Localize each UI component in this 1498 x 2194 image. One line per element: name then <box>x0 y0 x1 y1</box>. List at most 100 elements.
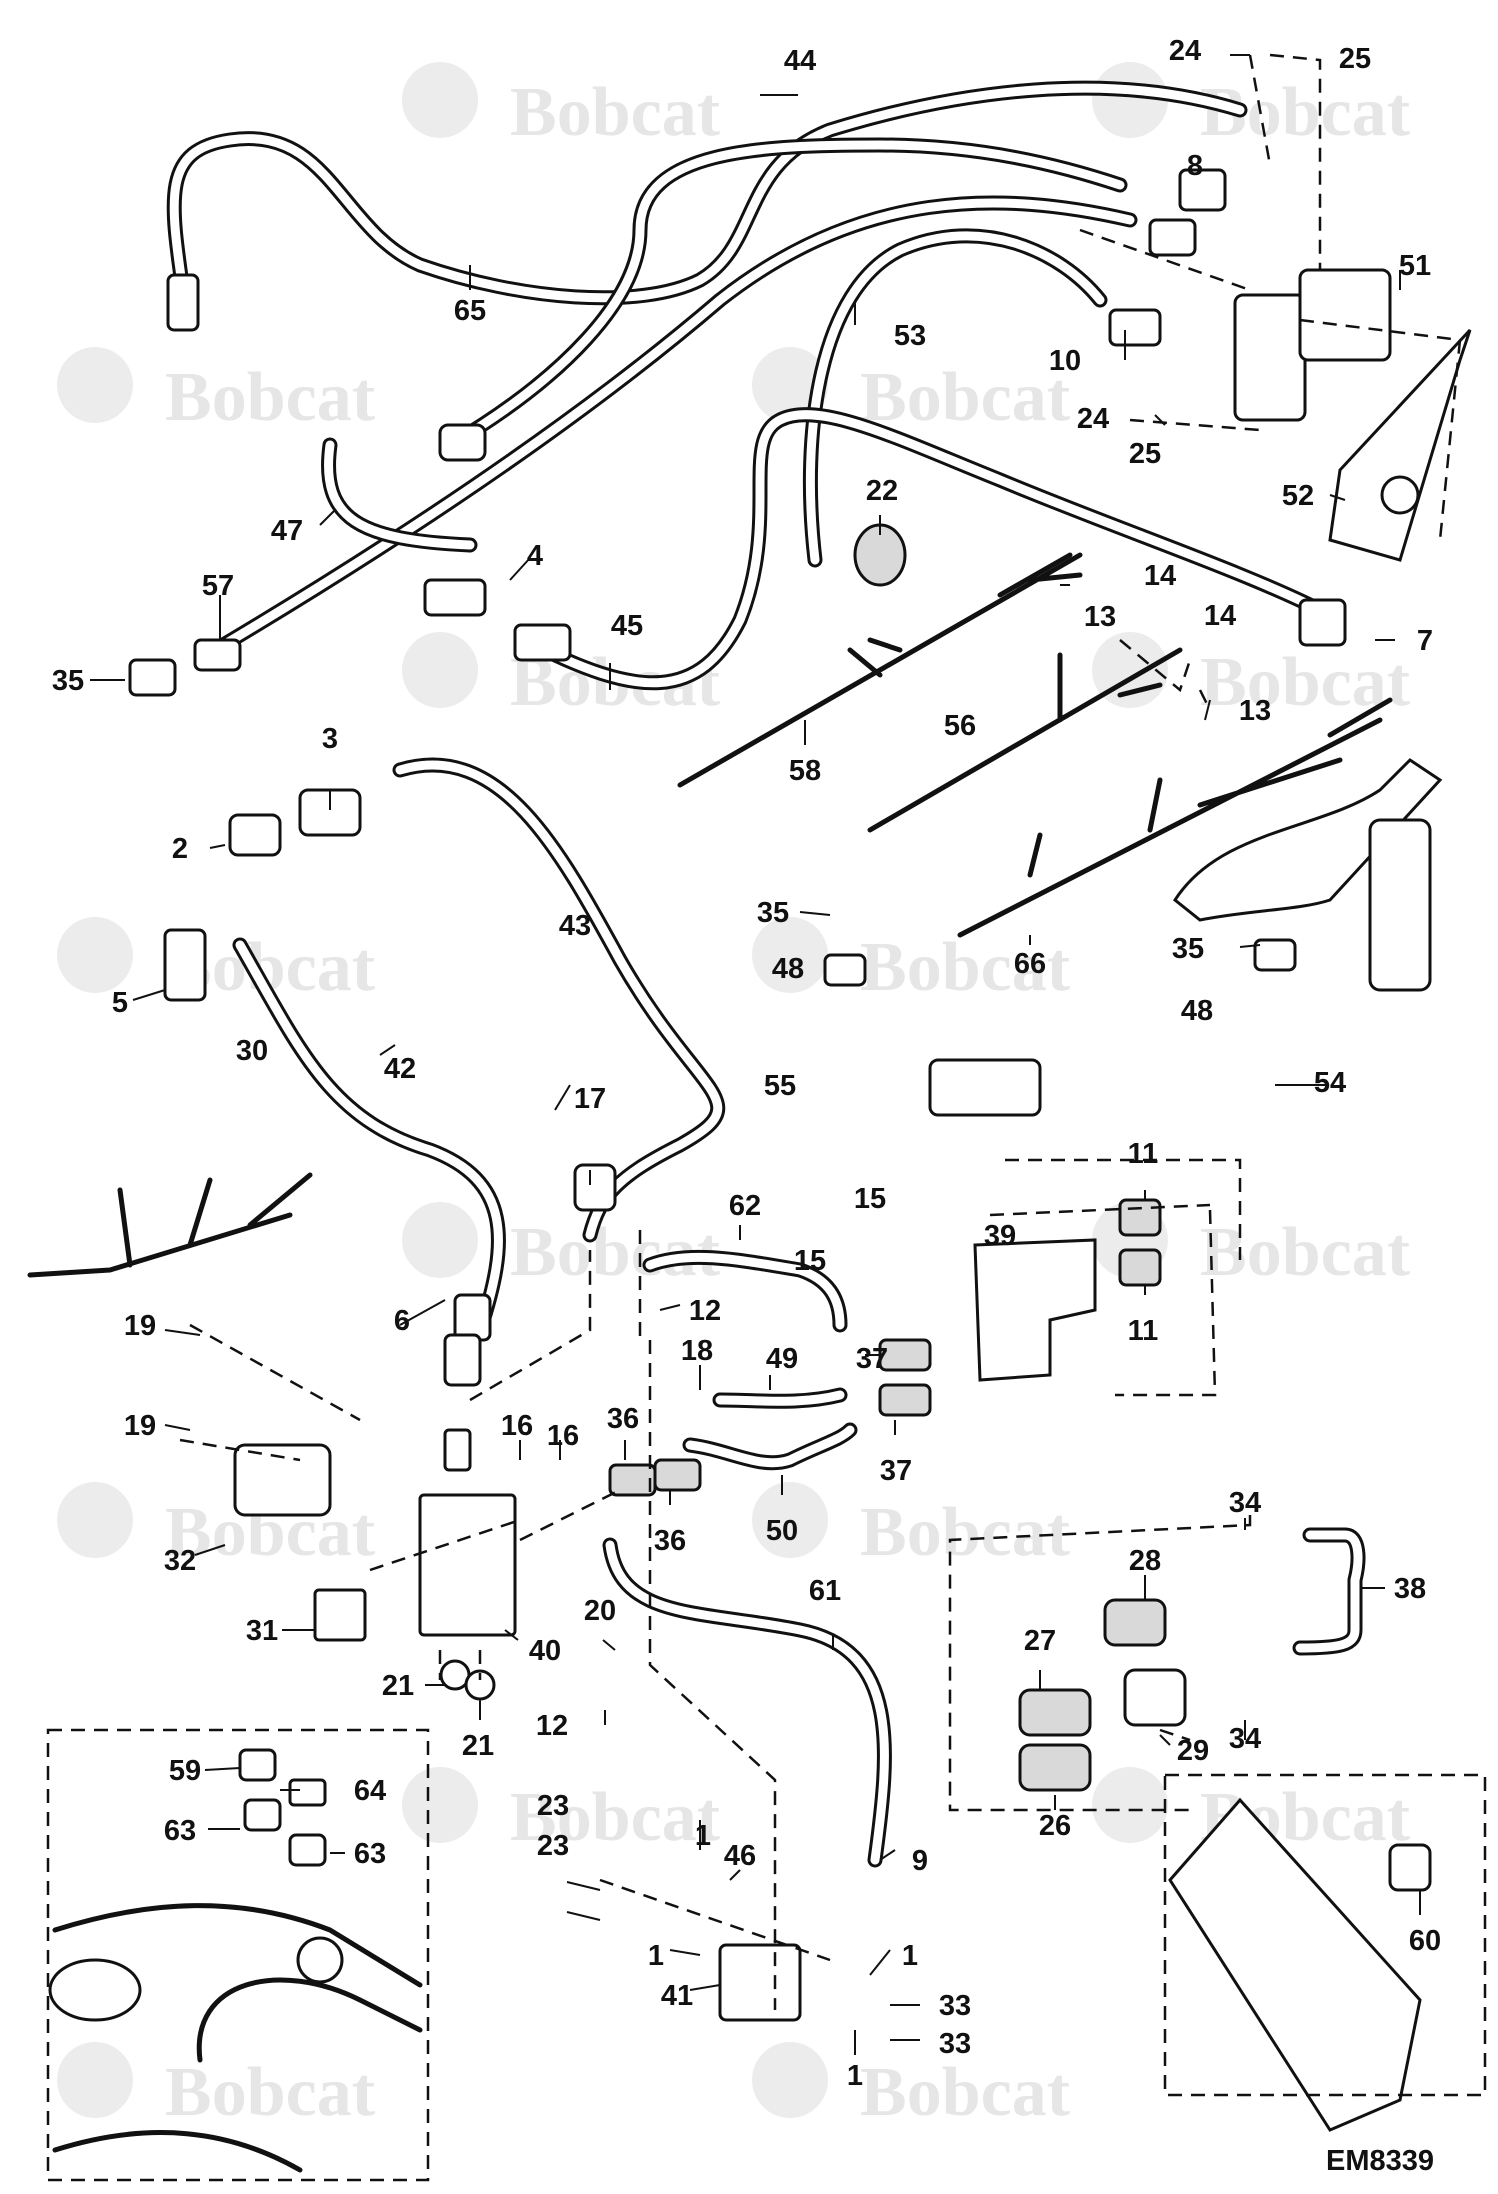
components <box>128 168 1472 2132</box>
watermark: Bobcat <box>165 2054 375 2131</box>
callout-37: 37 <box>856 1343 888 1375</box>
callout-9: 9 <box>912 1845 928 1877</box>
watermark: Bobcat <box>1200 1214 1410 1291</box>
hoses <box>166 80 1366 1868</box>
callout-39: 39 <box>984 1220 1016 1252</box>
callout-30: 30 <box>236 1035 268 1067</box>
callout-25: 25 <box>1129 438 1161 470</box>
watermark-logo-icon <box>402 632 478 708</box>
watermark-logo-icon <box>1092 1767 1168 1843</box>
callout-33: 33 <box>939 1990 971 2022</box>
callout-27: 27 <box>1024 1625 1056 1657</box>
callout-2: 2 <box>172 833 188 865</box>
callout-21: 21 <box>382 1670 414 1702</box>
watermark-logo-icon <box>57 917 133 993</box>
callout-25: 25 <box>1339 43 1371 75</box>
callout-57: 57 <box>202 570 234 602</box>
callout-14: 14 <box>1204 600 1236 632</box>
watermark-logo-icon <box>57 347 133 423</box>
callout-42: 42 <box>384 1053 416 1085</box>
callout-36: 36 <box>654 1525 686 1557</box>
callout-34: 34 <box>1229 1487 1261 1519</box>
watermark-logo-icon <box>402 1202 478 1278</box>
callout-61: 61 <box>809 1575 841 1607</box>
callout-46: 46 <box>724 1840 756 1872</box>
callout-13: 13 <box>1084 601 1116 633</box>
callout-7: 7 <box>1417 625 1433 657</box>
callout-43: 43 <box>559 910 591 942</box>
watermark-logo-icon <box>752 1482 828 1558</box>
callout-15: 15 <box>854 1183 886 1215</box>
callout-56: 56 <box>944 710 976 742</box>
callout-36: 36 <box>607 1403 639 1435</box>
callout-24: 24 <box>1077 403 1109 435</box>
callout-51: 51 <box>1399 250 1431 282</box>
callout-52: 52 <box>1282 480 1314 512</box>
callout-5: 5 <box>112 987 128 1019</box>
callout-50: 50 <box>766 1515 798 1547</box>
callout-10: 10 <box>1049 345 1081 377</box>
watermark: Bobcat <box>860 2054 1070 2131</box>
watermark: Bobcat <box>860 929 1070 1006</box>
callout-63: 63 <box>354 1838 386 1870</box>
callout-44: 44 <box>784 45 816 77</box>
callout-55: 55 <box>764 1070 796 1102</box>
callout-66: 66 <box>1014 948 1046 980</box>
leader-lines <box>90 54 1421 2055</box>
callout-26: 26 <box>1039 1810 1071 1842</box>
callouts: 44 24 25 8 51 65 53 10 24 25 52 22 7 4 4… <box>52 35 1441 2092</box>
callout-48: 48 <box>1181 995 1213 1027</box>
watermark-logo-icon <box>402 62 478 138</box>
watermark: Bobcat <box>165 359 375 436</box>
callout-19: 19 <box>124 1310 156 1342</box>
callout-16: 16 <box>501 1410 533 1442</box>
watermark: Bobcat <box>510 1779 720 1856</box>
callout-17: 17 <box>574 1083 606 1115</box>
callout-12: 12 <box>536 1710 568 1742</box>
callout-6: 6 <box>394 1305 410 1337</box>
callout-18: 18 <box>681 1335 713 1367</box>
callout-35: 35 <box>1172 933 1204 965</box>
callout-38: 38 <box>1394 1573 1426 1605</box>
callout-1: 1 <box>847 2060 863 2092</box>
callout-15: 15 <box>794 1245 826 1277</box>
callout-49: 49 <box>766 1343 798 1375</box>
callout-20: 20 <box>584 1595 616 1627</box>
callout-31: 31 <box>246 1615 278 1647</box>
watermark-logo-icon <box>752 917 828 993</box>
callout-64: 64 <box>354 1775 386 1807</box>
watermark-logo-icon <box>402 1767 478 1843</box>
callout-40: 40 <box>529 1635 561 1667</box>
callout-21: 21 <box>462 1730 494 1762</box>
watermark: Bobcat <box>510 74 720 151</box>
callout-8: 8 <box>1187 150 1203 182</box>
callout-47: 47 <box>271 515 303 547</box>
callout-37: 37 <box>880 1455 912 1487</box>
callout-58: 58 <box>789 755 821 787</box>
callout-1: 1 <box>695 1820 711 1852</box>
callout-12: 12 <box>689 1295 721 1327</box>
wire-harnesses <box>27 552 1393 1278</box>
callout-14: 14 <box>1144 560 1176 592</box>
watermark: Bobcat <box>860 1494 1070 1571</box>
watermark-logo-icon <box>752 2042 828 2118</box>
callout-19: 19 <box>124 1410 156 1442</box>
callout-22: 22 <box>866 475 898 507</box>
callout-1: 1 <box>902 1940 918 1972</box>
callout-35: 35 <box>52 665 84 697</box>
callout-29: 29 <box>1177 1735 1209 1767</box>
callout-54: 54 <box>1314 1067 1346 1099</box>
watermark-logo-icon <box>57 2042 133 2118</box>
callout-13: 13 <box>1239 695 1271 727</box>
callout-11: 11 <box>1128 1138 1159 1170</box>
callout-45: 45 <box>611 610 643 642</box>
watermark-logo-icon <box>57 1482 133 1558</box>
callout-53: 53 <box>894 320 926 352</box>
inset-tank-detail <box>48 1903 423 2173</box>
callout-63: 63 <box>164 1815 196 1847</box>
callout-41: 41 <box>661 1980 693 2012</box>
callout-35: 35 <box>757 897 789 929</box>
callout-23: 23 <box>537 1830 569 1862</box>
callout-33: 33 <box>939 2028 971 2060</box>
